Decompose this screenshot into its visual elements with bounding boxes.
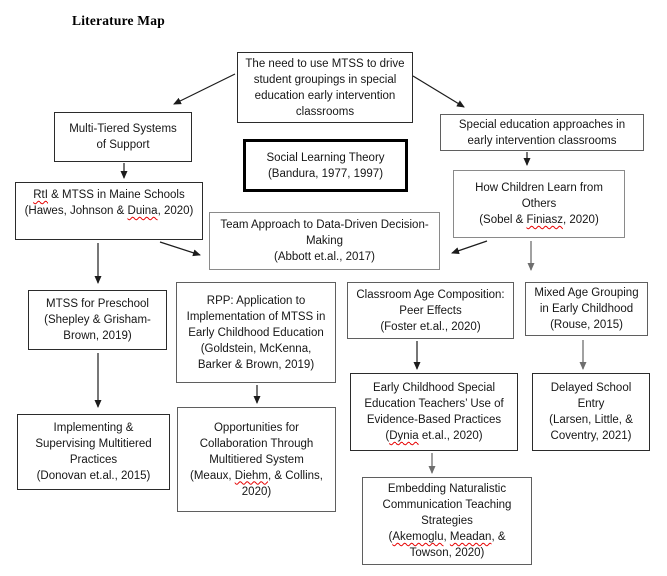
- spellcheck-word: Duina: [127, 205, 158, 217]
- node-multi-tiered: Multi-Tiered Systems of Support: [54, 112, 192, 162]
- node-how-children-learn: How Children Learn from Others (Sobel & …: [453, 170, 625, 238]
- node-classroom-age-composition: Classroom Age Composition: Peer Effects …: [347, 282, 514, 339]
- node-top-need: The need to use MTSS to drive student gr…: [237, 52, 413, 123]
- node-team-approach: Team Approach to Data-Driven Decision- M…: [209, 212, 440, 270]
- spellcheck-word: Finiasz: [526, 214, 563, 226]
- node-social-learning-theory: Social Learning Theory (Bandura, 1977, 1…: [243, 139, 408, 192]
- arrow-howchildren-to-teamapproach: [451, 240, 488, 255]
- spellcheck-word: Dynia: [389, 430, 419, 442]
- node-opportunities-collaboration: Opportunities for Collaboration Through …: [177, 407, 336, 512]
- spellcheck-word: Diehm: [234, 469, 268, 482]
- node-delayed-school-entry: Delayed School Entry (Larsen, Little, & …: [532, 373, 650, 451]
- node-embedding-naturalistic: Embedding Naturalistic Communication Tea…: [362, 477, 532, 565]
- arrow-rti-to-teamapproach: [159, 241, 201, 257]
- arrow-topneed-to-multitiered: [173, 73, 236, 105]
- node-mixed-age-grouping: Mixed Age Grouping in Early Childhood (R…: [525, 282, 648, 336]
- node-rti-maine-schools: RtI & MTSS in Maine Schools (Hawes, John…: [15, 182, 203, 240]
- node-early-childhood-teachers: Early Childhood Special Education Teache…: [350, 373, 518, 451]
- spellcheck-word: Meadan: [449, 531, 492, 543]
- node-special-ed-approaches: Special education approaches in early in…: [440, 114, 644, 151]
- arrow-topneed-to-specialed: [412, 75, 465, 108]
- page-title: Literature Map: [72, 13, 165, 28]
- node-implementing-supervising: Implementing & Supervising Multitiered P…: [17, 414, 170, 490]
- spellcheck-word: Akemoglu: [392, 531, 444, 543]
- node-mtss-preschool: MTSS for Preschool (Shepley & Grisham- B…: [28, 290, 167, 350]
- node-rpp-application: RPP: Application to Implementation of MT…: [176, 282, 336, 383]
- spellcheck-word: RtI: [33, 189, 48, 201]
